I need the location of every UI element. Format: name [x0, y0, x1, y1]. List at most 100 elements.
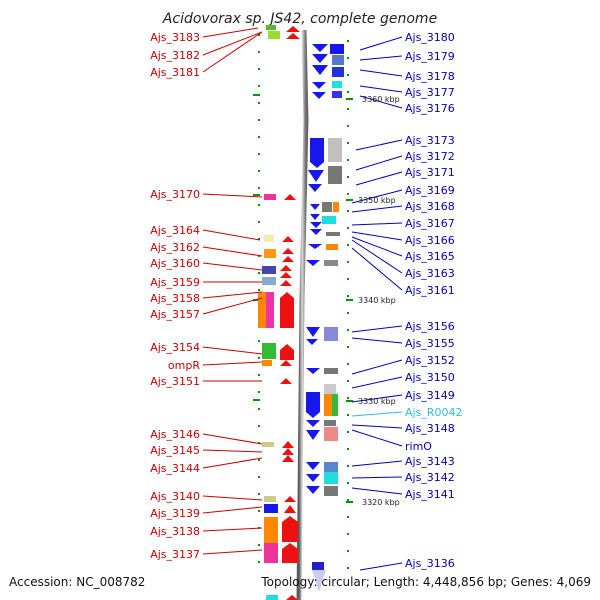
gene-label-right[interactable]: Ajs_3172: [405, 150, 455, 163]
gene-label-right[interactable]: Ajs_3163: [405, 267, 455, 280]
gene-label-left[interactable]: Ajs_3162: [150, 241, 200, 254]
gene-label-right[interactable]: Ajs_3141: [405, 488, 455, 501]
tick-mark: [347, 278, 349, 280]
gene-label-right[interactable]: Ajs_3166: [405, 234, 455, 247]
leader-line: [351, 239, 403, 274]
gene-block: [326, 244, 338, 250]
gene-label-right[interactable]: Ajs_3149: [405, 389, 455, 402]
gene-label-left[interactable]: Ajs_3151: [150, 375, 200, 388]
gene-label-left[interactable]: Ajs_3146: [150, 428, 200, 441]
gene-block: [324, 486, 338, 496]
leader-line: [202, 262, 263, 271]
gene-label-left[interactable]: Ajs_3140: [150, 490, 200, 503]
gene-label-right[interactable]: Ajs_3136: [405, 557, 455, 570]
gene-block: [332, 81, 342, 88]
gene-label-right[interactable]: Ajs_3143: [405, 455, 455, 468]
gene-block: [312, 562, 324, 570]
gene-label-right[interactable]: Ajs_3142: [405, 471, 455, 484]
gene-label-right[interactable]: Ajs_3165: [405, 250, 455, 263]
leader-line: [359, 95, 403, 109]
gene-label-right[interactable]: Ajs_3152: [405, 354, 455, 367]
leader-line: [202, 449, 263, 453]
gene-label-right[interactable]: Ajs_3150: [405, 371, 455, 384]
topology-label: Topology: circular; Length: 4,448,856 bp…: [260, 575, 591, 589]
gene-features: [258, 25, 344, 600]
gene-label-left[interactable]: Ajs_3170: [150, 188, 200, 201]
gene-label-right[interactable]: Ajs_3179: [405, 50, 455, 63]
gene-arrow-up: [280, 292, 294, 328]
kbp-tick: [346, 199, 353, 201]
gene-label-left[interactable]: Ajs_3159: [150, 276, 200, 289]
arrow-up-glyph: [286, 33, 300, 39]
gene-label-right[interactable]: Ajs_3171: [405, 166, 455, 179]
label-leader-lines: [202, 27, 403, 571]
gene-label-left[interactable]: Ajs_3154: [150, 341, 200, 354]
gene-labels: Ajs_3183Ajs_3182Ajs_3181Ajs_3170Ajs_3164…: [150, 31, 462, 570]
gene-label-right[interactable]: Ajs_3178: [405, 70, 455, 83]
gene-label-right[interactable]: Ajs_3156: [405, 320, 455, 333]
gene-label-right[interactable]: Ajs_3173: [405, 134, 455, 147]
gene-label-right[interactable]: Ajs_R0042: [405, 406, 462, 419]
leader-line: [359, 55, 403, 61]
gene-block: [330, 44, 344, 54]
leader-line: [202, 193, 263, 198]
gene-label-left[interactable]: Ajs_3137: [150, 548, 200, 561]
arrow-down-glyph: [310, 204, 320, 210]
gene-label-right[interactable]: Ajs_3148: [405, 422, 455, 435]
tick-mark: [258, 493, 260, 495]
leader-line: [351, 325, 403, 333]
gene-label-right[interactable]: Ajs_3180: [405, 31, 455, 44]
gene-label-right[interactable]: Ajs_3177: [405, 86, 455, 99]
gene-block: [322, 216, 336, 224]
arrow-down-glyph: [312, 92, 326, 99]
gene-label-right[interactable]: Ajs_3169: [405, 184, 455, 197]
leader-line: [202, 31, 263, 56]
arrow-down-glyph: [306, 260, 320, 266]
tick-mark: [347, 533, 349, 535]
tick-mark: [258, 374, 260, 376]
leader-line: [202, 495, 263, 501]
gene-block: [258, 292, 266, 328]
gene-label-left[interactable]: Ajs_3181: [150, 66, 200, 79]
gene-label-left[interactable]: Ajs_3164: [150, 224, 200, 237]
gene-label-left[interactable]: Ajs_3144: [150, 462, 200, 475]
gene-label-left[interactable]: Ajs_3145: [150, 444, 200, 457]
tick-mark: [347, 567, 349, 569]
gene-arrow-down: [306, 392, 320, 418]
arrow-down-glyph: [308, 244, 322, 249]
gene-label-left[interactable]: Ajs_3138: [150, 525, 200, 538]
leader-line: [202, 549, 263, 555]
arrow-up-glyph: [282, 248, 294, 254]
gene-label-right[interactable]: Ajs_3176: [405, 102, 455, 115]
gene-label-left[interactable]: Ajs_3157: [150, 308, 200, 321]
gene-label-left[interactable]: Ajs_3182: [150, 49, 200, 62]
leader-line: [351, 394, 403, 403]
leader-line: [351, 205, 403, 213]
gene-block: [262, 360, 272, 366]
tick-mark: [258, 153, 260, 155]
genome-backbone: [296, 29, 309, 600]
gene-label-right[interactable]: rimO: [405, 440, 432, 453]
leader-line: [351, 231, 403, 241]
gene-arrow-up: [282, 543, 298, 563]
tick-mark: [347, 346, 349, 348]
gene-label-left[interactable]: Ajs_3139: [150, 507, 200, 520]
tick-mark: [258, 272, 260, 274]
gene-label-left[interactable]: Ajs_3158: [150, 292, 200, 305]
gene-label-left[interactable]: Ajs_3183: [150, 31, 200, 44]
gene-label-left[interactable]: ompR: [168, 359, 200, 372]
gene-label-left[interactable]: Ajs_3160: [150, 257, 200, 270]
tick-mark: [347, 159, 349, 161]
gene-label-right[interactable]: Ajs_3168: [405, 200, 455, 213]
arrow-down-glyph: [306, 486, 320, 494]
gene-block: [324, 260, 338, 266]
leader-line: [202, 506, 263, 514]
leader-line: [359, 36, 403, 51]
tick-mark: [258, 238, 260, 240]
tick-mark: [347, 499, 349, 501]
gene-label-right[interactable]: Ajs_3161: [405, 284, 455, 297]
gene-label-right[interactable]: Ajs_3167: [405, 217, 455, 230]
gene-block: [262, 442, 274, 447]
tick-mark: [347, 176, 349, 178]
gene-label-right[interactable]: Ajs_3155: [405, 337, 455, 350]
